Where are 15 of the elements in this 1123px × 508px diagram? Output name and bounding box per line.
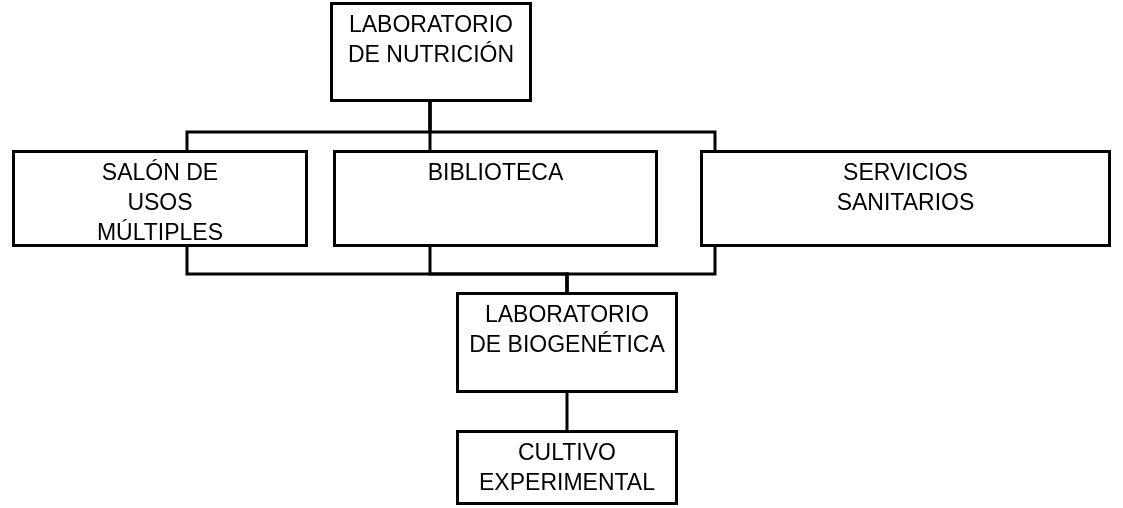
room-box [333, 150, 658, 247]
box-label: CULTIVO EXPERIMENTAL [478, 438, 656, 497]
connector-line [565, 247, 717, 292]
connector-line [565, 393, 569, 430]
box-label: BIBLIOTECA [427, 158, 564, 187]
box-label: SERVICIOS SANITARIOS [835, 158, 976, 217]
room-box [700, 150, 1111, 247]
connector-line [428, 102, 717, 150]
room-box [456, 292, 678, 393]
box-label: LABORATORIO DE BIOGENÉTICA [468, 300, 666, 359]
room-box [456, 430, 678, 505]
room-box [12, 150, 308, 247]
box-label: SALÓN DE USOS MÚLTIPLES [95, 158, 225, 247]
room-box [330, 2, 532, 102]
box-label: LABORATORIO DE NUTRICIÓN [346, 10, 516, 69]
